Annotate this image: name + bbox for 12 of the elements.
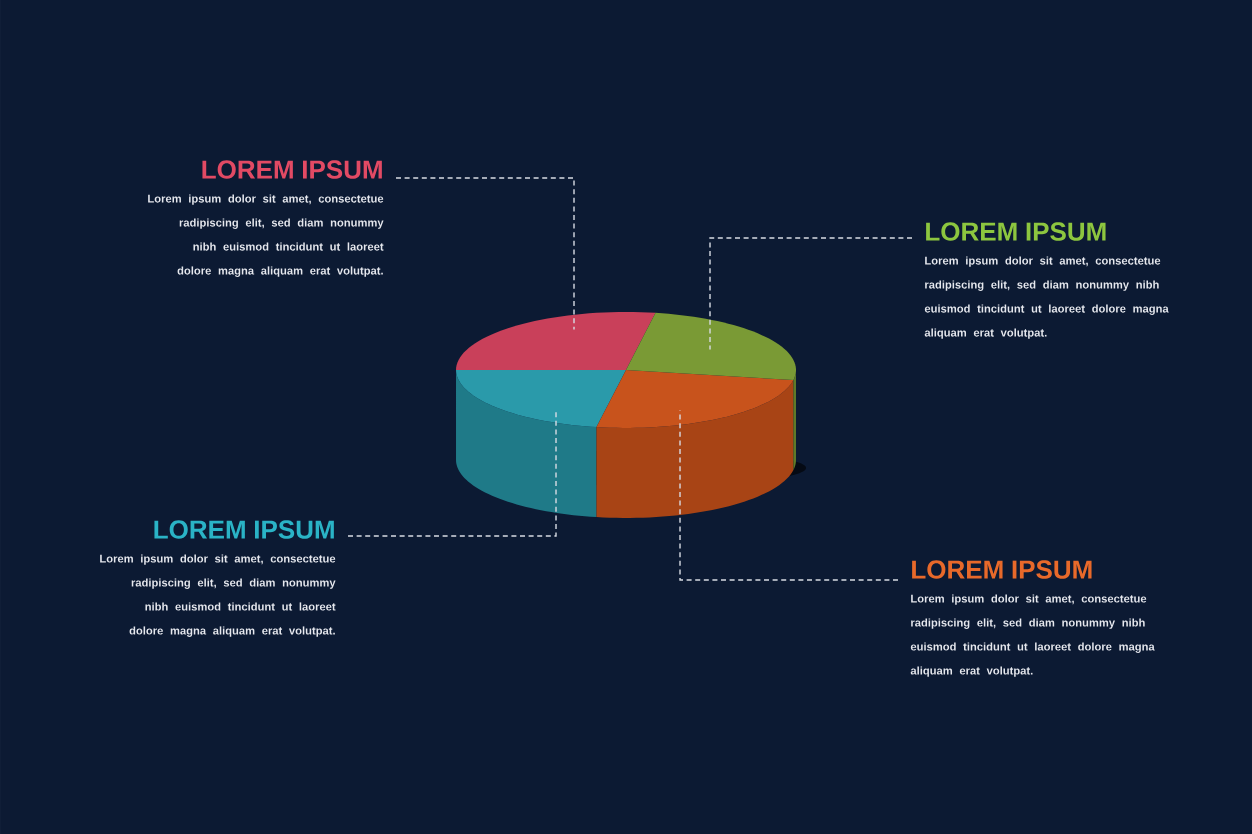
pie-slice	[626, 312, 796, 471]
leader-line	[395, 177, 575, 331]
leader-line	[347, 409, 557, 537]
callout-title: LOREM IPSUM	[912, 560, 1092, 579]
leader-line	[709, 237, 913, 351]
callout-title: LOREM IPSUM	[154, 520, 334, 539]
callout-title: LOREM IPSUM	[926, 222, 1106, 241]
pie-slice	[456, 370, 626, 518]
callout-title: LOREM IPSUM	[202, 160, 382, 179]
leader-line	[679, 409, 899, 581]
pie-slice	[596, 370, 794, 518]
pie-slice	[456, 312, 656, 370]
